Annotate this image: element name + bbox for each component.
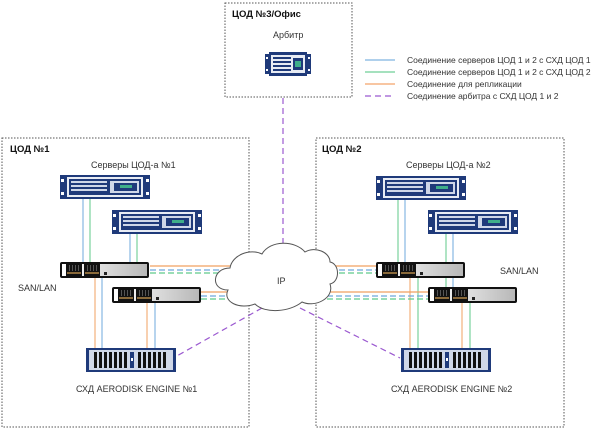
site1-title: ЦОД №1	[10, 144, 50, 155]
arbiter-link-storage1	[174, 307, 263, 358]
site1-server-2	[112, 210, 202, 234]
legend-item-orange: Соединение для репликации	[407, 79, 522, 89]
site2-server-2	[428, 210, 518, 234]
site1-switch-1	[60, 262, 149, 278]
site2-box	[315, 137, 565, 428]
site1-switch-2	[112, 287, 201, 303]
ip-cloud	[215, 242, 338, 311]
site1-servers-label: Серверы ЦОД-а №1	[91, 160, 176, 170]
arbiter-label: Арбитр	[273, 30, 304, 40]
site1-server-1	[60, 175, 150, 199]
site1-storage-label: СХД AERODISK ENGINE №1	[76, 384, 198, 394]
site2-switch-2	[428, 287, 517, 303]
legend-item-green: Соединение серверов ЦОД 1 и 2 с СХД ЦОД …	[407, 67, 591, 77]
site3-box	[224, 2, 353, 98]
legend-item-purple: Соединение арбитра с СХД ЦОД 1 и 2	[407, 91, 559, 101]
site1-san-label: SAN/LAN	[18, 283, 57, 293]
arbiter-device	[265, 52, 311, 76]
legend-item-blue: Соединение серверов ЦОД 1 и 2 с СХД ЦОД …	[407, 55, 591, 65]
arbiter-link-storage2	[299, 307, 401, 359]
site2-servers-label: Серверы ЦОД-а №2	[406, 160, 491, 170]
site2-title: ЦОД №2	[322, 144, 362, 155]
site2-storage-label: СХД AERODISK ENGINE №2	[391, 384, 513, 394]
site3-title: ЦОД №3/Офис	[232, 9, 301, 20]
site1-storage	[86, 348, 176, 372]
site2-server-1	[376, 176, 466, 200]
site2-san-label: SAN/LAN	[500, 266, 539, 276]
site2-switch-1	[376, 262, 465, 278]
ip-cloud-label: IP	[277, 276, 286, 286]
site2-storage	[401, 348, 491, 372]
